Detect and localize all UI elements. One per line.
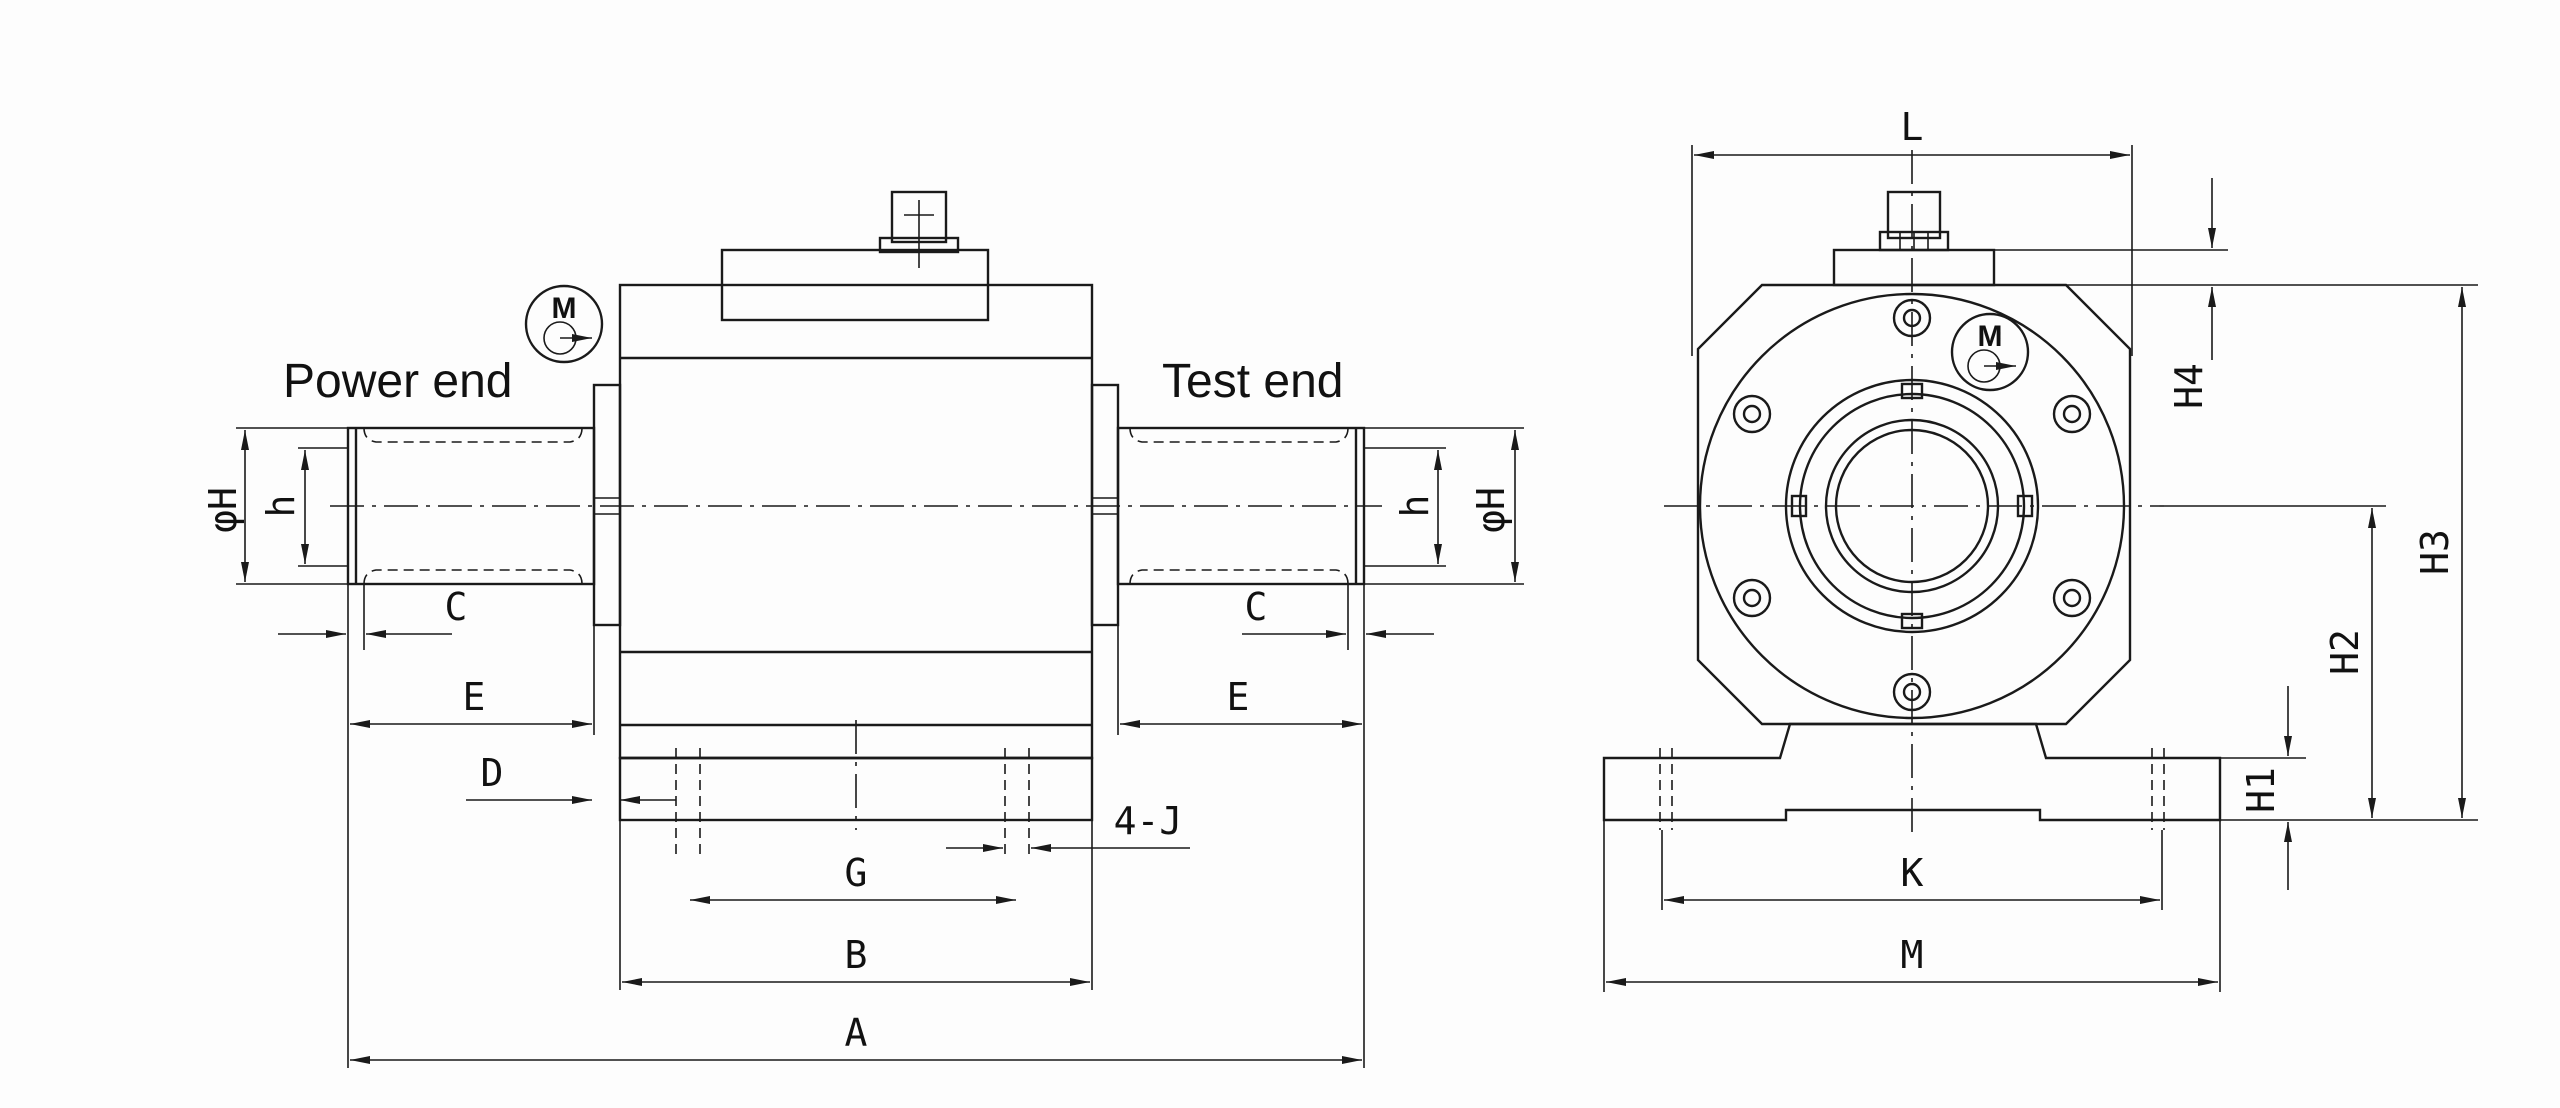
dim-h-left: h — [259, 495, 303, 518]
dim-K: K — [1901, 851, 1924, 895]
dim-H4: H4 — [2167, 363, 2211, 409]
dim-4J: 4-J — [1114, 799, 1183, 843]
rotation-symbol-icon: M — [524, 284, 604, 364]
dim-A: A — [845, 1011, 868, 1055]
dim-C-left: C — [445, 585, 468, 629]
dim-L: L — [1901, 105, 1924, 149]
side-connector-icon — [1878, 190, 1950, 252]
dim-E-left: E — [463, 675, 486, 719]
sensor-body — [618, 283, 1094, 760]
dim-phiH-left: φH — [201, 487, 245, 533]
front-view: M Power end Test end φH h φH h — [201, 190, 1524, 1068]
dim-E-right: E — [1227, 675, 1250, 719]
side-view: M L H4 H3 H2 H1 — [1602, 105, 2478, 992]
dim-H1: H1 — [2239, 767, 2283, 813]
housing-outline — [1696, 283, 2132, 726]
top-housing — [720, 248, 990, 322]
dim-B: B — [845, 933, 868, 977]
side-top-housing — [1832, 248, 1996, 287]
side-rotation-symbol-icon: M — [1950, 312, 2030, 392]
motor-symbol-label: M — [552, 292, 577, 325]
dim-H3: H3 — [2413, 529, 2457, 575]
dim-C-right: C — [1245, 585, 1268, 629]
connector-icon — [878, 190, 960, 268]
flange-left — [592, 383, 622, 627]
test-end-label: Test end — [1162, 355, 1343, 408]
power-end-label: Power end — [283, 355, 512, 408]
dim-h-right: h — [1393, 495, 1437, 518]
dim-H2: H2 — [2323, 629, 2367, 675]
dim-M: M — [1901, 933, 1924, 977]
dim-phiH-right: φH — [1469, 487, 1513, 533]
dim-D: D — [481, 751, 504, 795]
dim-G: G — [845, 851, 868, 895]
flange-right — [1090, 383, 1120, 627]
side-motor-symbol-label: M — [1978, 320, 2003, 353]
